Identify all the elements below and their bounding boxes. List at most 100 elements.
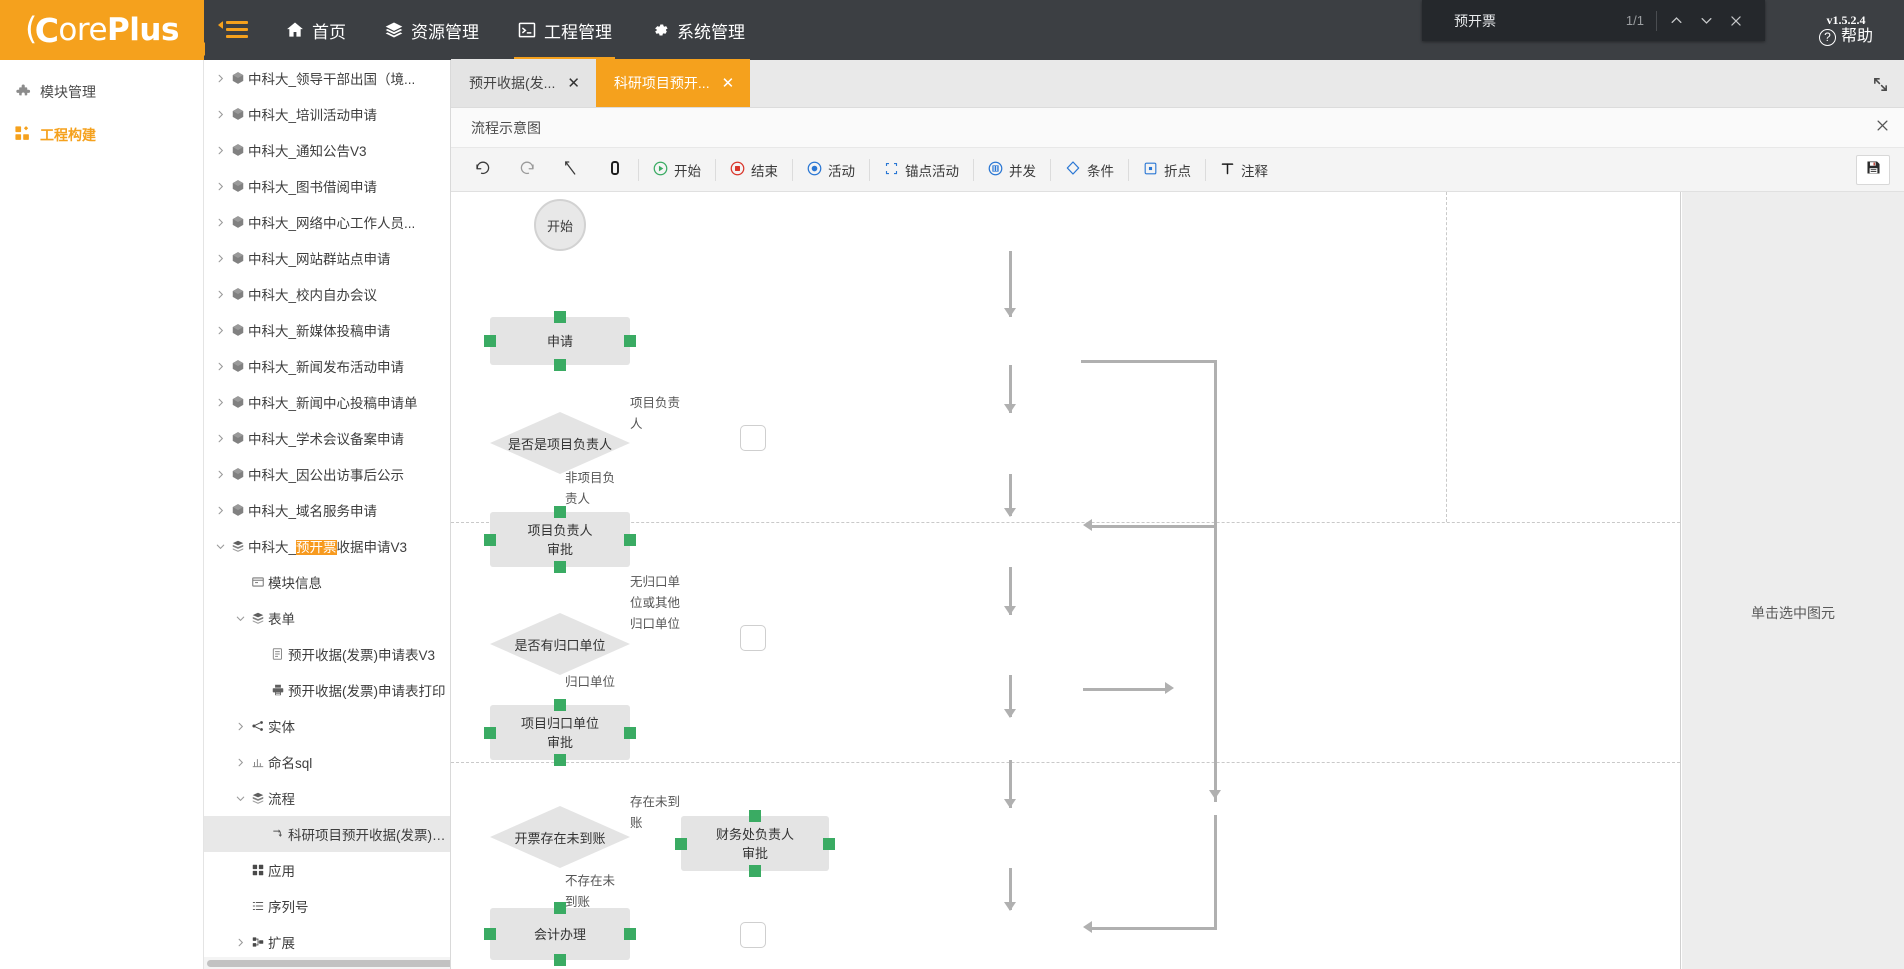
tree-node[interactable]: 预开收据(发票)申请表打印 bbox=[204, 672, 450, 708]
node-resize-handle[interactable] bbox=[823, 837, 835, 850]
flow-edge[interactable] bbox=[1009, 251, 1012, 317]
node-resize-handle[interactable] bbox=[484, 726, 496, 739]
chevron-right-icon[interactable] bbox=[212, 73, 228, 84]
tree-node[interactable]: 科研项目预开收据(发票)申... bbox=[204, 816, 450, 852]
chevron-right-icon[interactable] bbox=[212, 433, 228, 444]
chevron-right-icon[interactable] bbox=[212, 109, 228, 120]
flow-edge[interactable] bbox=[1009, 567, 1012, 615]
tree-node[interactable]: 扩展 bbox=[204, 924, 450, 957]
chevron-right-icon[interactable] bbox=[212, 361, 228, 372]
anchor-activity-button[interactable]: 锚点活动 bbox=[871, 155, 972, 185]
condition-node-button[interactable]: 条件 bbox=[1052, 155, 1127, 185]
nav-item-home[interactable]: 首页 bbox=[266, 0, 365, 60]
fullscreen-toggle-button[interactable] bbox=[1857, 60, 1904, 108]
nav-item-system[interactable]: 系统管理 bbox=[631, 0, 764, 60]
chevron-right-icon[interactable] bbox=[212, 181, 228, 192]
chevron-down-icon[interactable] bbox=[232, 793, 248, 804]
tree-node[interactable]: 中科大_域名服务申请 bbox=[204, 492, 450, 528]
flow-edge[interactable] bbox=[1009, 760, 1012, 808]
tab-flow-editor[interactable]: 科研项目预开... ✕ bbox=[595, 59, 751, 107]
start-node-button[interactable]: 开始 bbox=[640, 155, 714, 185]
tree-node[interactable]: 中科大_校内自办会议 bbox=[204, 276, 450, 312]
close-icon[interactable]: ✕ bbox=[721, 75, 735, 92]
tree-node[interactable]: 中科大_新媒体投稿申请 bbox=[204, 312, 450, 348]
flow-edge[interactable] bbox=[1009, 868, 1012, 910]
activity-node-button[interactable]: 活动 bbox=[794, 155, 868, 185]
help-button[interactable]: v1.5.2.4 ? 帮助 bbox=[1794, 13, 1888, 47]
flow-edge-a3-down[interactable] bbox=[1214, 815, 1217, 929]
node-resize-handle[interactable] bbox=[554, 954, 566, 966]
node-resize-handle[interactable] bbox=[624, 533, 636, 546]
undo-button[interactable] bbox=[461, 155, 505, 185]
find-next-button[interactable] bbox=[1691, 6, 1721, 36]
rect-button[interactable] bbox=[593, 155, 637, 185]
tree-node[interactable]: 序列号 bbox=[204, 888, 450, 924]
flow-canvas[interactable]: 开始申请是否是项目负责人项目负责人审批是否有归口单位项目归口单位审批开票存在未到… bbox=[451, 192, 1680, 969]
bendpoint-button[interactable]: 折点 bbox=[1130, 155, 1204, 185]
redo-button[interactable] bbox=[505, 155, 549, 185]
flow-edge[interactable] bbox=[1009, 474, 1012, 516]
node-resize-handle[interactable] bbox=[554, 311, 566, 323]
tree-node[interactable]: 中科大_图书借阅申请 bbox=[204, 168, 450, 204]
node-resize-handle[interactable] bbox=[554, 561, 566, 573]
flow-bend-point[interactable] bbox=[740, 425, 766, 451]
tree-node[interactable]: 流程 bbox=[204, 780, 450, 816]
tree-node[interactable]: 中科大_培训活动申请 bbox=[204, 96, 450, 132]
chevron-right-icon[interactable] bbox=[212, 145, 228, 156]
connector-button[interactable] bbox=[549, 155, 593, 185]
tree-node[interactable]: 表单 bbox=[204, 600, 450, 636]
flow-edge-b2-down[interactable] bbox=[1214, 622, 1217, 802]
tree-node[interactable]: 应用 bbox=[204, 852, 450, 888]
chevron-down-icon[interactable] bbox=[232, 613, 248, 624]
node-resize-handle[interactable] bbox=[554, 359, 566, 371]
node-resize-handle[interactable] bbox=[749, 865, 761, 877]
flow-edge[interactable] bbox=[1009, 675, 1012, 717]
panel-close-icon[interactable] bbox=[1875, 118, 1890, 138]
node-resize-handle[interactable] bbox=[484, 533, 496, 546]
chevron-right-icon[interactable] bbox=[232, 757, 248, 768]
flow-node-decision[interactable]: 开票存在未到账 bbox=[490, 806, 630, 868]
chevron-right-icon[interactable] bbox=[232, 721, 248, 732]
nav-item-resource[interactable]: 资源管理 bbox=[365, 0, 498, 60]
tree-node[interactable]: 命名sql bbox=[204, 744, 450, 780]
node-resize-handle[interactable] bbox=[484, 335, 496, 347]
tree-node[interactable]: 中科大_网站群站点申请 bbox=[204, 240, 450, 276]
tree-node[interactable]: 中科大_网络中心工作人员... bbox=[204, 204, 450, 240]
tree-collapse-handle[interactable] bbox=[198, 42, 205, 56]
flow-node-decision[interactable]: 是否是项目负责人 bbox=[490, 412, 630, 474]
node-resize-handle[interactable] bbox=[624, 726, 636, 739]
node-resize-handle[interactable] bbox=[624, 335, 636, 347]
node-resize-handle[interactable] bbox=[554, 754, 566, 766]
flow-bend-point[interactable] bbox=[740, 922, 766, 948]
close-icon[interactable]: ✕ bbox=[567, 75, 580, 92]
find-prev-button[interactable] bbox=[1661, 6, 1691, 36]
find-close-button[interactable] bbox=[1721, 6, 1751, 36]
flow-node-start[interactable]: 开始 bbox=[534, 199, 586, 251]
tree-horizontal-scrollbar[interactable] bbox=[204, 957, 450, 969]
flow-edge-b1-down[interactable] bbox=[1214, 360, 1217, 678]
rail-item-project-build[interactable]: 工程构建 bbox=[0, 113, 203, 156]
save-button[interactable] bbox=[1856, 154, 1890, 185]
chevron-right-icon[interactable] bbox=[212, 469, 228, 480]
tree-node[interactable]: 中科大_通知公告V3 bbox=[204, 132, 450, 168]
concurrent-node-button[interactable]: 并发 bbox=[975, 155, 1049, 185]
flow-canvas-container[interactable]: 开始申请是否是项目负责人项目负责人审批是否有归口单位项目归口单位审批开票存在未到… bbox=[451, 192, 1681, 969]
find-query-text[interactable]: 预开票 bbox=[1454, 12, 1496, 29]
annotation-button[interactable]: 注释 bbox=[1207, 155, 1281, 185]
flow-edge[interactable] bbox=[1009, 365, 1012, 413]
node-resize-handle[interactable] bbox=[675, 837, 687, 850]
chevron-right-icon[interactable] bbox=[212, 505, 228, 516]
tree-node[interactable]: 模块信息 bbox=[204, 564, 450, 600]
tree-node[interactable]: 中科大_新闻发布活动申请 bbox=[204, 348, 450, 384]
tree-node[interactable]: 预开收据(发票)申请表V3 bbox=[204, 636, 450, 672]
node-resize-handle[interactable] bbox=[554, 699, 566, 711]
chevron-right-icon[interactable] bbox=[212, 397, 228, 408]
menu-toggle-button[interactable] bbox=[204, 0, 266, 60]
tree-node[interactable]: 中科大_因公出访事后公示 bbox=[204, 456, 450, 492]
flow-edge-to-d2[interactable] bbox=[1091, 525, 1216, 528]
flow-edge-d3-to-a3[interactable] bbox=[1083, 688, 1168, 691]
flow-node-decision[interactable]: 是否有归口单位 bbox=[490, 613, 630, 675]
flow-bend-point[interactable] bbox=[740, 625, 766, 651]
chevron-down-icon[interactable] bbox=[212, 541, 228, 552]
